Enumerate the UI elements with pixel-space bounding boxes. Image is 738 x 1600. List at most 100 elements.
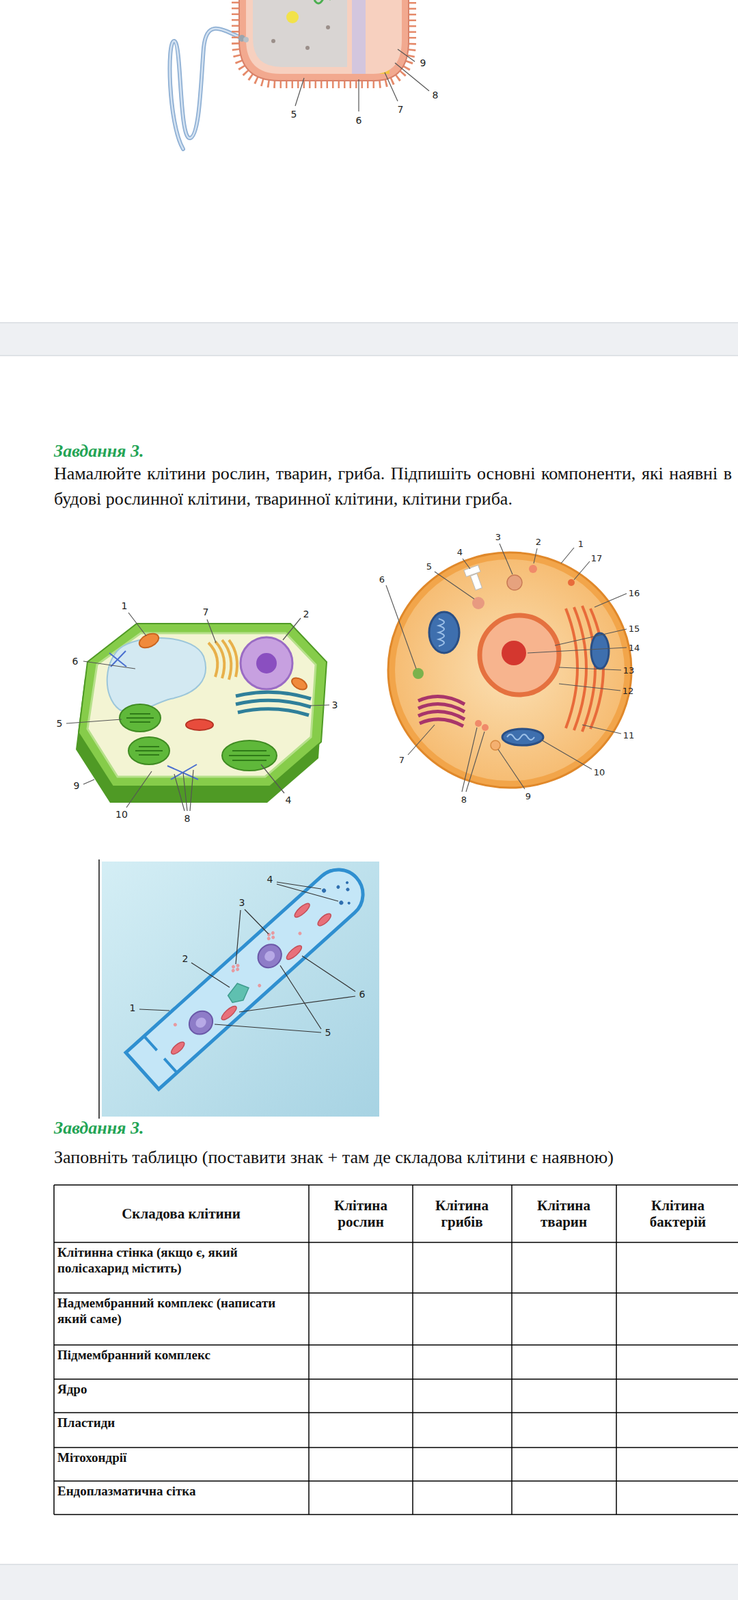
table-grid — [53, 1184, 738, 1514]
callout-number: 5 — [426, 561, 432, 571]
fungus-cell-illustration — [321, 872, 361, 912]
plant-cell-illustration — [78, 623, 327, 786]
table-grid — [511, 1184, 513, 1514]
table-grid — [53, 1183, 738, 1185]
table-row-label: Мітохондрії — [57, 1449, 305, 1466]
fungus-cell-illustration — [125, 858, 374, 1089]
plant-cell-illustration — [135, 746, 163, 755]
animal-cell-illustration — [438, 618, 445, 646]
fungus-cell-illustration — [172, 1021, 178, 1027]
plant-cell-illustration — [126, 713, 270, 760]
callout-number: 9 — [420, 58, 427, 68]
leader-line — [276, 883, 339, 901]
callout-number: 6 — [72, 656, 79, 666]
animal-cell-illustration — [418, 696, 465, 726]
leader-line — [276, 881, 322, 889]
bacterium-illustration — [169, 0, 409, 149]
animal-cell-illustration — [507, 733, 535, 740]
plant-cell-illustration — [289, 675, 309, 692]
table-row-label: Пластиди — [57, 1414, 305, 1431]
animal-cell-illustration — [528, 564, 538, 573]
fungus-cell-illustration — [230, 963, 236, 969]
callout-number: 4 — [267, 873, 274, 884]
leader-line — [66, 718, 122, 723]
leader-line — [128, 612, 147, 636]
fungus-cell-illustration — [292, 900, 311, 919]
leader-line — [407, 724, 435, 755]
animal-cell-illustration — [474, 719, 482, 727]
animal-cell-illustration — [501, 640, 527, 665]
bacterium-illustration — [246, 0, 402, 74]
leader-line — [466, 731, 485, 792]
task-heading: Завдання 3. — [53, 440, 145, 462]
leader-line — [174, 773, 185, 811]
callout-number: 5 — [291, 109, 298, 119]
leader-line — [191, 962, 230, 987]
fungus-cell-illustration — [284, 943, 304, 961]
page-background — [0, 354, 738, 357]
leader-line — [66, 612, 330, 811]
leader-line — [239, 995, 356, 1012]
plant-cell-illustration — [126, 713, 154, 722]
fungus-cell-illustration — [345, 880, 350, 885]
callout-number: 1 — [121, 600, 128, 611]
leader-line — [358, 79, 359, 112]
callout-number: 10 — [115, 809, 128, 819]
leader-line — [561, 547, 574, 564]
plant-cell-illustration — [240, 636, 293, 689]
fungus-cell-illustration — [335, 884, 341, 890]
callout-number: 3 — [495, 532, 501, 542]
leader-line — [574, 561, 590, 580]
animal-cell-illustration — [479, 615, 559, 695]
leader-line — [126, 770, 152, 808]
bacterium-illustration — [314, 0, 331, 4]
table-grid — [308, 1184, 310, 1514]
table-row-label: Ендоплазматична сітка — [57, 1482, 305, 1499]
page-background — [0, 321, 738, 324]
leader-line — [295, 49, 430, 112]
bacterium-illustration — [286, 10, 299, 24]
bacterium-illustration — [239, 0, 409, 81]
bacterium-illustration — [239, 0, 409, 81]
leader-line — [235, 909, 241, 964]
task-text: Намалюйте клітини рослин, тварин, гриба.… — [53, 460, 732, 512]
plant-cell-illustration — [137, 630, 162, 651]
leader-line — [302, 955, 356, 991]
animal-cell-illustration — [507, 574, 523, 590]
plant-cell-illustration — [228, 750, 270, 760]
leader-line — [282, 617, 301, 640]
animal-cell-illustration — [463, 565, 481, 577]
table-row-label: Надмембранний комплекс (написати який са… — [57, 1294, 305, 1327]
table-header: Клітина грибів — [420, 1196, 503, 1230]
table-grid — [53, 1512, 738, 1515]
leader-line — [139, 881, 356, 1032]
leader-line — [384, 72, 398, 102]
callout-number: 15 — [628, 623, 641, 633]
leader-line — [214, 1023, 322, 1032]
leader-line — [83, 660, 136, 669]
fungus-cell-illustration — [184, 1005, 218, 1039]
callout-number: 2 — [182, 953, 189, 963]
animal-cell-illustration — [412, 667, 424, 679]
leader-line — [83, 779, 95, 784]
callout-number: 8 — [184, 813, 191, 823]
leader-line — [310, 704, 330, 706]
fungus-cell-illustration — [266, 935, 272, 941]
bacterium-illustration — [243, 36, 249, 43]
plant-cell-illustration — [109, 650, 199, 779]
plant-cell-illustration — [256, 652, 277, 674]
animal-cell-illustration — [591, 632, 609, 669]
bacterium-illustration — [252, 0, 348, 67]
fungus-cell-illustration — [164, 1057, 176, 1071]
leader-line — [280, 964, 322, 1029]
plant-cell-illustration — [237, 708, 309, 715]
plant-cell-illustration — [119, 703, 161, 732]
table-grid — [53, 1343, 738, 1345]
leader-line — [183, 772, 188, 811]
fungus-cell-illustration — [345, 886, 350, 892]
callout-number: 2 — [535, 537, 542, 546]
leader-line — [558, 683, 621, 691]
leader-line — [386, 584, 417, 669]
